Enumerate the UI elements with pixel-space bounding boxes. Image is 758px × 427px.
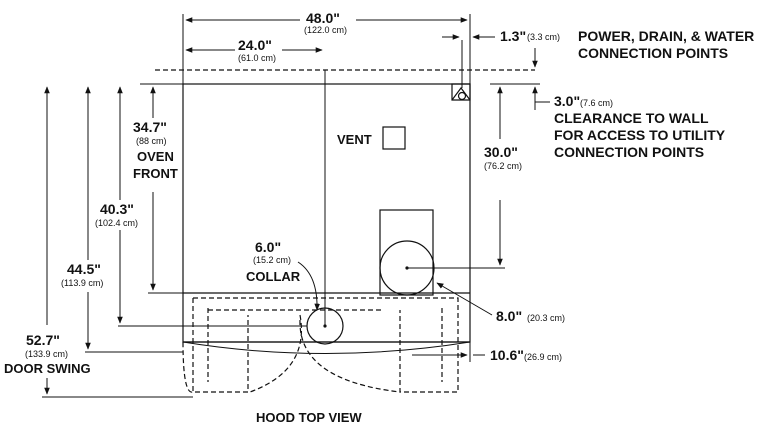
collar-label: COLLAR [246, 269, 301, 284]
oven-front-label-2: FRONT [133, 166, 178, 181]
dim-width-total-value: 48.0" [306, 10, 340, 26]
dim-collar-size: 6.0" (15.2 cm) COLLAR [246, 239, 320, 311]
dim-fan-size-value: 8.0" [496, 308, 522, 324]
dim-connection-offset-metric: (3.3 cm) [527, 32, 560, 42]
dim-fan-size: 8.0" (20.3 cm) [436, 282, 565, 324]
dim-fan-offset-value: 30.0" [484, 144, 518, 160]
dim-oven-front: 34.7" (88 cm) OVEN FRONT [133, 83, 183, 294]
dim-collar-offset: 24.0" (61.0 cm) [185, 37, 323, 63]
door-swing-label: DOOR SWING [4, 361, 91, 376]
oven-body [182, 83, 471, 343]
dim-door-swing-value: 52.7" [26, 332, 60, 348]
clearance-label-3: CONNECTION POINTS [554, 144, 704, 160]
dim-connection-offset-value: 1.3" [500, 28, 526, 44]
clearance-label-2: FOR ACCESS TO UTILITY [554, 127, 726, 143]
dim-hood-depth-metric: (113.9 cm) [61, 278, 103, 288]
dim-wall-clearance: 3.0" (7.6 cm) CLEARANCE TO WALL FOR ACCE… [490, 48, 726, 160]
dim-wall-clearance-value: 3.0" [554, 93, 580, 109]
dim-width-total: 48.0" (122.0 cm) [182, 10, 471, 84]
oven-front-label-1: OVEN [137, 149, 174, 164]
dim-wall-clearance-metric: (7.6 cm) [580, 98, 613, 108]
dim-door-swing: 52.7" (133.9 cm) DOOR SWING [4, 86, 193, 398]
dim-collar-offset-metric: (61.0 cm) [238, 53, 276, 63]
connection-point [451, 83, 471, 101]
dim-connection-offset: 1.3" (3.3 cm) POWER, DRAIN, & WATER CONN… [442, 28, 754, 88]
connection-points-label-2: CONNECTION POINTS [578, 45, 728, 61]
dim-side-offset-metric: (26.9 cm) [524, 352, 562, 362]
connection-points-label-1: POWER, DRAIN, & WATER [578, 28, 754, 44]
dim-collar-depth-metric: (102.4 cm) [95, 218, 138, 228]
diagram-caption: HOOD TOP VIEW [256, 410, 362, 425]
dim-door-swing-metric: (133.9 cm) [25, 349, 68, 359]
dim-collar-size-metric: (15.2 cm) [253, 255, 291, 265]
dim-collar-depth: 40.3" (102.4 cm) [95, 86, 307, 327]
dim-collar-size-value: 6.0" [255, 239, 281, 255]
dim-side-offset: 10.6" (26.9 cm) [412, 342, 562, 363]
dim-side-offset-value: 10.6" [490, 347, 524, 363]
dim-fan-size-metric: (20.3 cm) [527, 313, 565, 323]
dim-collar-depth-value: 40.3" [100, 201, 134, 217]
collar [306, 70, 344, 345]
fan-housing [379, 209, 435, 296]
door-swing-outline [182, 297, 471, 393]
dim-oven-front-metric: (88 cm) [136, 136, 167, 146]
dim-hood-depth: 44.5" (113.9 cm) [61, 86, 183, 353]
dim-fan-offset: 30.0" (76.2 cm) [407, 86, 522, 269]
vent-box [382, 126, 406, 150]
dim-fan-offset-metric: (76.2 cm) [484, 161, 522, 171]
dim-hood-depth-value: 44.5" [67, 261, 101, 277]
clearance-label-1: CLEARANCE TO WALL [554, 110, 709, 126]
dim-collar-offset-value: 24.0" [238, 37, 272, 53]
dim-width-total-metric: (122.0 cm) [304, 25, 347, 35]
vent-label: VENT [337, 132, 372, 147]
dim-oven-front-value: 34.7" [133, 119, 167, 135]
